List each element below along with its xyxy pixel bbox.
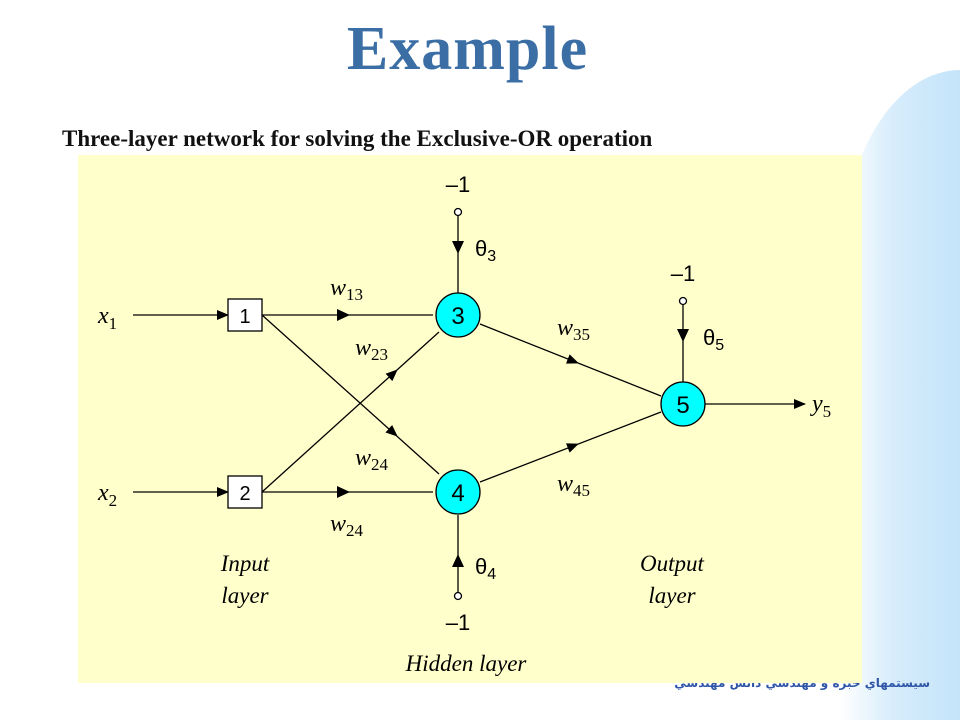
arrow-w23 xyxy=(369,369,398,396)
edge-2-3 xyxy=(261,331,440,493)
weight-label-w35: w35 xyxy=(557,315,590,344)
output-layer-label-line2: layer xyxy=(648,583,696,608)
weight-label-w13: w13 xyxy=(330,275,363,304)
slide-title: Example xyxy=(346,15,589,83)
hidden-neuron-3-label: 3 xyxy=(451,303,464,330)
output-neuron-5-label: 5 xyxy=(676,392,689,419)
bias-terminal-3 xyxy=(453,207,463,217)
output-label-y5: y5 xyxy=(810,391,831,421)
bias-arrow-3 xyxy=(452,241,464,254)
arrow-w24-lower xyxy=(337,486,350,498)
bias-value-4: –1 xyxy=(446,610,470,635)
arrow-w45 xyxy=(544,443,579,458)
input-label-x2: x2 xyxy=(97,480,117,510)
diagram-panel xyxy=(78,155,862,683)
arrow-w13 xyxy=(337,309,350,321)
input-node-1 xyxy=(227,298,263,332)
input-node-1-label: 1 xyxy=(239,306,250,328)
threshold-label-theta4: θ4 xyxy=(475,554,496,583)
bias-value-3: –1 xyxy=(446,172,470,197)
hidden-neuron-3 xyxy=(435,292,481,338)
weight-label-w45: w45 xyxy=(557,471,590,500)
bias-arrow-5 xyxy=(677,329,689,342)
input-node-2 xyxy=(227,475,263,509)
bias-terminal-4 xyxy=(453,591,463,601)
output-neuron-5 xyxy=(660,381,706,427)
input-label-x1: x1 xyxy=(97,303,117,333)
arrow-w35 xyxy=(544,349,579,364)
edge-1-4 xyxy=(261,314,440,475)
slide-subtitle: Three-layer network for solving the Excl… xyxy=(62,126,653,151)
threshold-label-theta5: θ5 xyxy=(703,325,724,354)
input-layer-label-line1: Input xyxy=(220,551,270,576)
threshold-label-theta3: θ3 xyxy=(475,236,496,265)
bias-value-5: –1 xyxy=(671,261,695,286)
input-layer-label-line2: layer xyxy=(221,583,269,608)
output-layer-label-line1: Output xyxy=(640,551,705,576)
bias-terminal-5 xyxy=(678,296,688,306)
hidden-layer-label: Hidden layer xyxy=(405,651,528,676)
bias-arrow-4 xyxy=(452,554,464,567)
hidden-neuron-4-label: 4 xyxy=(451,480,464,507)
weight-label-w24-upper: w24 xyxy=(355,445,389,474)
hidden-neuron-4 xyxy=(435,469,481,515)
arrow-w24-upper xyxy=(369,411,398,437)
weight-label-w24-lower: w24 xyxy=(330,511,364,540)
input-node-2-label: 2 xyxy=(239,483,250,505)
weight-label-w23: w23 xyxy=(355,335,388,364)
